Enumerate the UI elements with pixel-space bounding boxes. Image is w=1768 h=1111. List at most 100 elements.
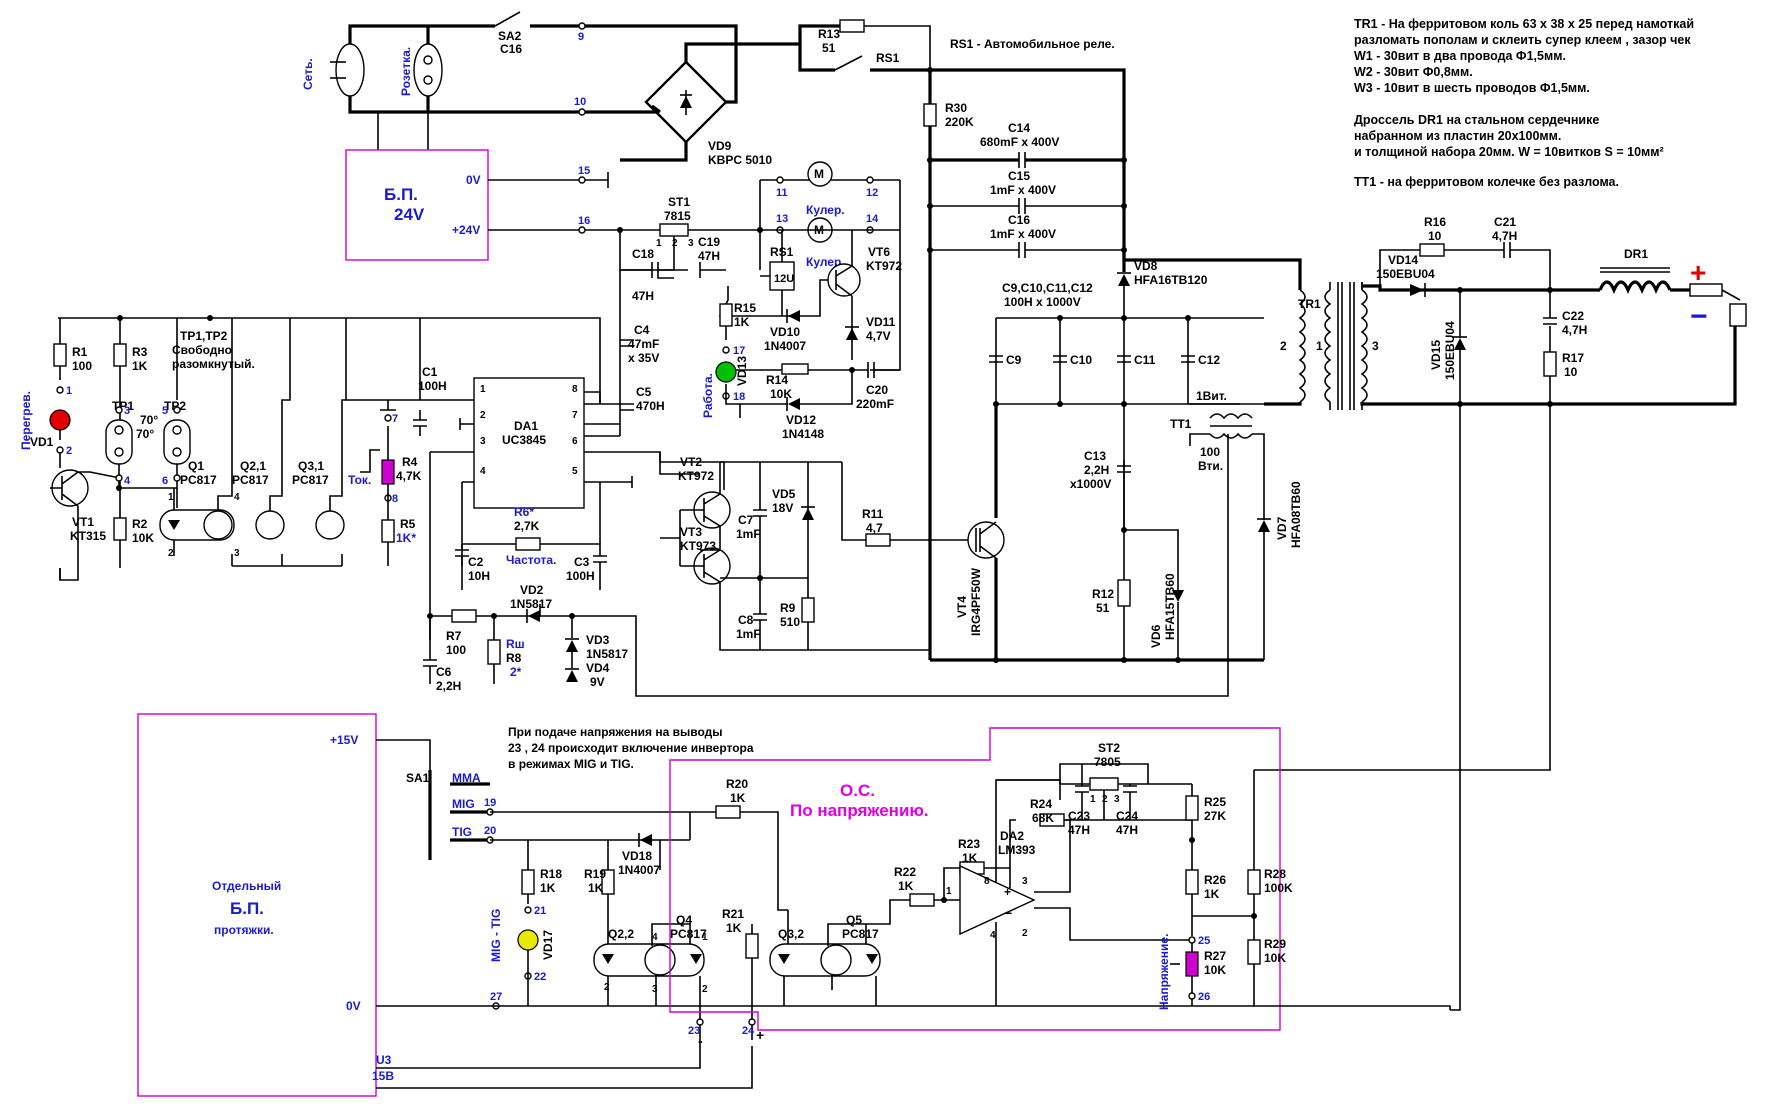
r13-label: R13 [818, 27, 840, 41]
note-dr1-2: набранном из пластин 20x100мм. [1354, 129, 1561, 143]
igbt-vt4: VT4 IRG4PF50W [930, 404, 1264, 663]
da2-pin1: 1 [946, 886, 952, 897]
r14-resistor [781, 363, 809, 375]
tig-label: TIG [452, 825, 472, 839]
c22-label: C22 [1562, 309, 1584, 323]
vd17-label: VD17 [541, 930, 555, 960]
q4-pin4: 4 [652, 932, 658, 943]
da2-minus: − [1004, 905, 1012, 921]
r23-value: 1K [962, 851, 978, 865]
psu24-box [345, 149, 489, 261]
rsh-label: Rш [506, 637, 525, 651]
vd18-label: VD18 [622, 849, 652, 863]
c1-label: C1 [422, 365, 438, 379]
inverter-note-3: в режимах MIG и TIG. [508, 757, 634, 771]
r7-resistor [451, 609, 477, 623]
note-tr1-3: W1 - 30вит в два провода Ф1,5мм. [1354, 49, 1566, 63]
st2-regulator [1089, 777, 1119, 791]
pin-21: 21 [534, 905, 546, 917]
da1-pin6: 6 [572, 436, 578, 447]
pin-25: 25 [1198, 935, 1210, 947]
cap-bank-c14-c16: C14 680mF x 400V C15 1mF x 400V C16 1mF … [927, 121, 1127, 258]
vt3-value: KT973 [680, 539, 716, 553]
st1-value: 7815 [664, 209, 691, 223]
vd3-value: 1N5817 [586, 647, 628, 661]
r9-resistor [801, 597, 815, 623]
vd7-label: VD7 [1275, 516, 1289, 540]
vd9-value: KBPC 5010 [708, 153, 772, 167]
pin-9: 9 [578, 31, 584, 43]
r4-current-pot [381, 459, 395, 485]
vd3-diode [566, 640, 578, 652]
r25-resistor [1185, 795, 1199, 821]
net-label: Сеть. [301, 58, 315, 90]
c24-label: C24 [1116, 809, 1138, 823]
st1-pin2: 2 [672, 238, 678, 249]
r24-value: 68K [1032, 811, 1054, 825]
pin-18: 18 [733, 391, 745, 403]
snubber-c9-c12: VD8 HFA16TB120 C9,C10,C11,C12 100H x 100… [989, 250, 1264, 660]
cooler1-m: M [814, 167, 824, 181]
c12-label: C12 [1198, 353, 1220, 367]
c9g-label: C9,C10,C11,C12 [1002, 281, 1093, 295]
vd12-label: VD12 [786, 413, 816, 427]
da2-pin4: 4 [990, 930, 996, 941]
pin-3: 3 [124, 405, 130, 417]
tr1-w1: 1 [1316, 339, 1323, 353]
inverter-note-2: 23 , 24 происходит включение инвертора [508, 741, 754, 755]
pwm-controller: C1 100H 7 R4 4,7K Ток. 8 R5 1K* DA1 UC38… [346, 318, 700, 640]
psu-feed-box [137, 713, 377, 1097]
r27-label: R27 [1204, 949, 1226, 963]
cooler1-motor-icon [807, 161, 833, 187]
tp2-value: 70° [136, 427, 154, 441]
c18-value: 47H [632, 289, 654, 303]
note-tr1-2: разломать пополам и склеить супер клеем … [1354, 33, 1691, 47]
note-tt1: TT1 - на ферритовом колечке без разлома. [1354, 175, 1619, 189]
tt1-label: TT1 [1170, 417, 1192, 431]
r1-value: 100 [72, 359, 92, 373]
q22-pin2: 2 [604, 982, 610, 993]
psu-feed-0v: 0V [346, 999, 361, 1013]
c11-label: C11 [1134, 353, 1156, 367]
pin-11: 11 [776, 187, 788, 199]
r2-resistor [113, 517, 127, 541]
vd13-label: VD13 [735, 356, 749, 386]
feedback-subtitle: По напряжению. [790, 801, 929, 820]
pin-12: 12 [866, 187, 878, 199]
output-minus: − [1690, 300, 1708, 333]
c14-label: C14 [1008, 121, 1030, 135]
vd11-value: 4,7V [866, 329, 891, 343]
r3-label: R3 [132, 345, 148, 359]
cooler2-label: Кулер. [806, 255, 845, 269]
rs1-coil-label: 12U [774, 273, 794, 285]
c5-value: 470H [636, 399, 665, 413]
da2-pin2: 2 [1022, 928, 1028, 939]
psu-feed-block: Отдельный Б.П. протяжки. +15V 0V U3 15В [137, 713, 753, 1097]
r3-value: 1K [132, 359, 148, 373]
tt1-w3: Вти. [1198, 459, 1223, 473]
r6-freq-resistor [515, 537, 541, 551]
r17-resistor [1543, 351, 1557, 377]
pin-17: 17 [733, 345, 745, 357]
r26-label: R26 [1204, 873, 1226, 887]
tt1-current-transformer: TT1 1Вит. 100 Вти. VD7 HFA08TB60 [635, 389, 1303, 697]
vt3-label: VT3 [680, 525, 702, 539]
pin-2: 2 [66, 445, 72, 457]
psu-feed-line2: Б.П. [230, 899, 264, 918]
st1-pin3: 3 [688, 238, 694, 249]
da1-pin2: 2 [480, 410, 486, 421]
c19-value: 47H [698, 249, 720, 263]
vd6-value: HFA15TB60 [1163, 573, 1177, 640]
mode-selector: SA1 MMA MIG TIG 19 20 При подаче напряже… [406, 725, 1254, 1010]
r28-resistor [1247, 869, 1261, 895]
da1-uc3845 [473, 377, 585, 509]
c23-label: C23 [1068, 809, 1090, 823]
vd4-label: VD4 [586, 661, 610, 675]
c16-value: 1mF x 400V [990, 227, 1056, 241]
r22-value: 1K [898, 879, 914, 893]
vd5-value: 18V [772, 501, 793, 515]
r6-value: 2,7K [514, 519, 540, 533]
psu24-value: 24V [394, 205, 425, 224]
r29-resistor [1247, 939, 1261, 965]
c3-value: 100H [566, 569, 595, 583]
